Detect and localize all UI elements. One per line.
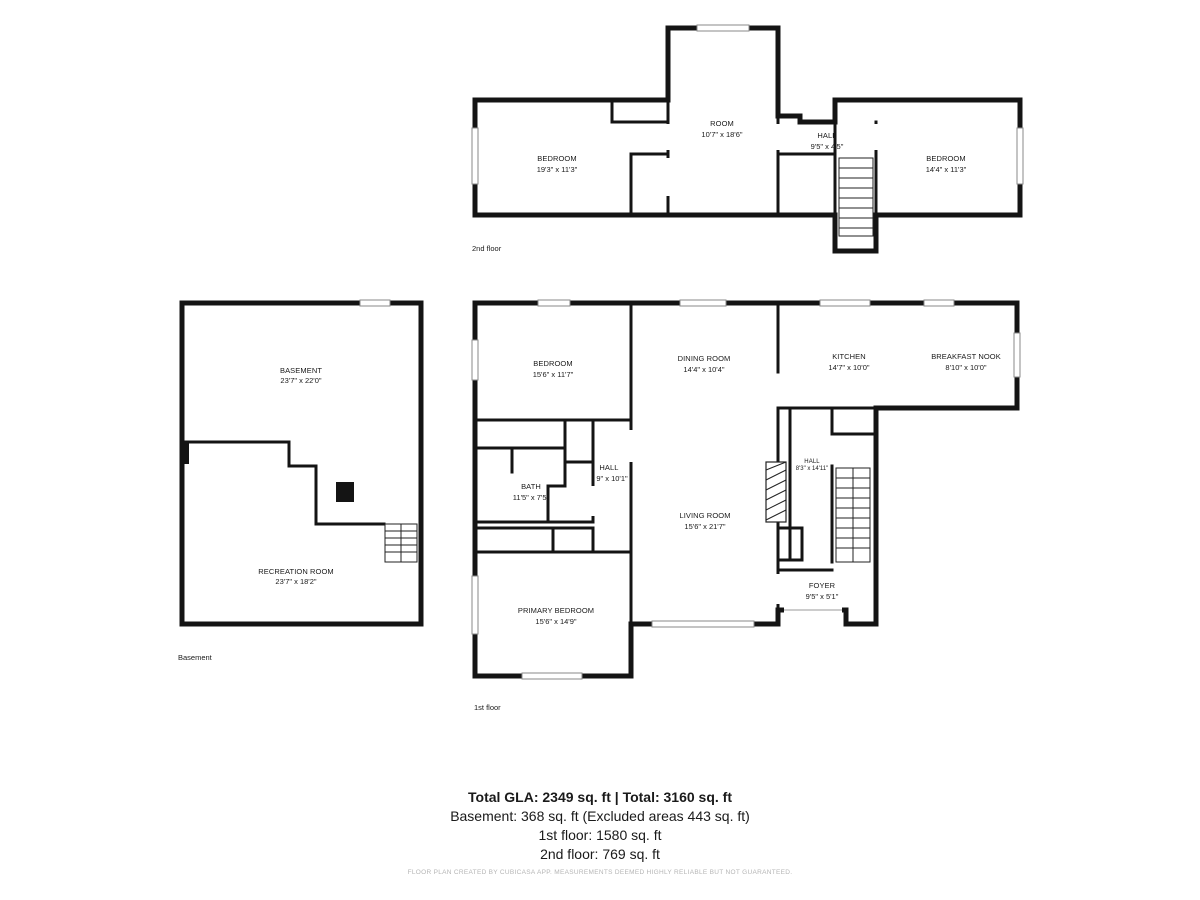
floor-label-basement: Basement [178,653,213,662]
room-dimensions: 9'5" x 4'5" [811,142,844,151]
room-dimensions: 8'10" x 10'0" [945,363,986,372]
window [471,575,479,635]
door-opening [628,430,635,462]
door-opening [775,574,782,604]
room-name: HALL [599,463,618,472]
stairs [838,157,874,237]
window [819,299,871,307]
room-dimensions: 19'3" x 11'3" [537,165,578,174]
first-floor-plan: BEDROOM 15'6" x 11'7" DINING ROOM 14'4" … [471,299,1021,712]
second-floor-outer-wall [472,25,1023,254]
room-dimensions: 15'6" x 21'7" [684,522,725,531]
window [359,299,391,307]
room-dimensions: 11'5" x 7'5" [513,493,550,502]
door-opening [590,486,597,516]
room-name: BREAKFAST NOOK [931,352,1001,361]
window [696,24,750,32]
closet-wall [473,418,567,450]
window [471,339,479,381]
room-dimensions: 9" x 10'1" [596,474,628,483]
room-dimensions: 8'3" x 14'11" [796,466,828,472]
room-name: HALL [804,459,820,465]
area-summary: Total GLA: 2349 sq. ft | Total: 3160 sq.… [0,788,1200,864]
first-floor-outer-wall [472,300,1020,679]
door-opening [775,374,782,406]
floor-label-second: 2nd floor [472,244,502,253]
room-dimensions: 23'7" x 18'2" [275,577,316,586]
room-name: FOYER [809,581,836,590]
door-opening [775,124,782,150]
room-name: BATH [521,482,541,491]
room-dimensions: 15'6" x 14'9" [535,617,576,626]
room-dimensions: 14'4" x 10'4" [683,365,724,374]
disclaimer-footer: FLOOR PLAN CREATED BY CUBICASA APP. MEAS… [407,869,793,876]
room-name: DINING ROOM [678,354,731,363]
window [651,620,755,628]
basement-partition-wall [182,440,386,526]
room-name: PRIMARY BEDROOM [518,606,594,615]
first-floor-area: 1st floor: 1580 sq. ft [538,827,662,843]
door-opening [665,158,672,196]
window [537,299,571,307]
room-dimensions: 9'5" x 5'1" [806,592,839,601]
hall-wall [776,526,804,562]
hall-wall [830,406,874,436]
room-name: BASEMENT [280,366,322,375]
window [923,299,955,307]
basement-black-fixture [183,442,189,464]
basement-area: Basement: 368 sq. ft (Excluded areas 443… [450,808,750,824]
floor-label-first: 1st floor [474,703,501,712]
window [471,127,479,185]
closet-wall [563,418,595,464]
room-dimensions: 14'4" x 11'3" [926,165,967,174]
door-opening [873,124,880,150]
room-dimensions: 15'6" x 11'7" [533,370,574,379]
room-dimensions: 10'7" x 18'6" [701,130,742,139]
fireplace [765,461,787,523]
room-name: BEDROOM [926,154,965,163]
second-floor-plan: BEDROOM 19'3" x 11'3" ROOM 10'7" x 18'6"… [471,24,1024,254]
room-name: HALL [817,131,836,140]
room-name: LIVING ROOM [679,511,730,520]
window [1016,127,1024,185]
window [521,672,583,680]
room-name: ROOM [710,119,734,128]
basement-outer-wall [179,300,424,627]
window [679,299,727,307]
room-name: BEDROOM [533,359,572,368]
room-dimensions: 23'7" x 22'0" [280,376,321,385]
stairs [835,467,871,563]
total-area: Total GLA: 2349 sq. ft | Total: 3160 sq.… [468,789,732,805]
closet-wall [629,152,670,217]
room-name: KITCHEN [832,352,866,361]
closet-wall [610,98,670,124]
second-floor-area: 2nd floor: 769 sq. ft [540,846,660,862]
basement-column [336,482,354,502]
basement-plan: BASEMENT 23'7" x 22'0" RECREATION ROOM 2… [178,299,424,662]
room-name: BEDROOM [537,154,576,163]
room-name: RECREATION ROOM [258,567,334,576]
window [1013,332,1021,378]
stairs [384,523,418,563]
room-dimensions: 14'7" x 10'0" [828,363,869,372]
bath-wall [546,460,567,522]
door-opening [665,124,672,150]
closet-wall [473,526,595,554]
